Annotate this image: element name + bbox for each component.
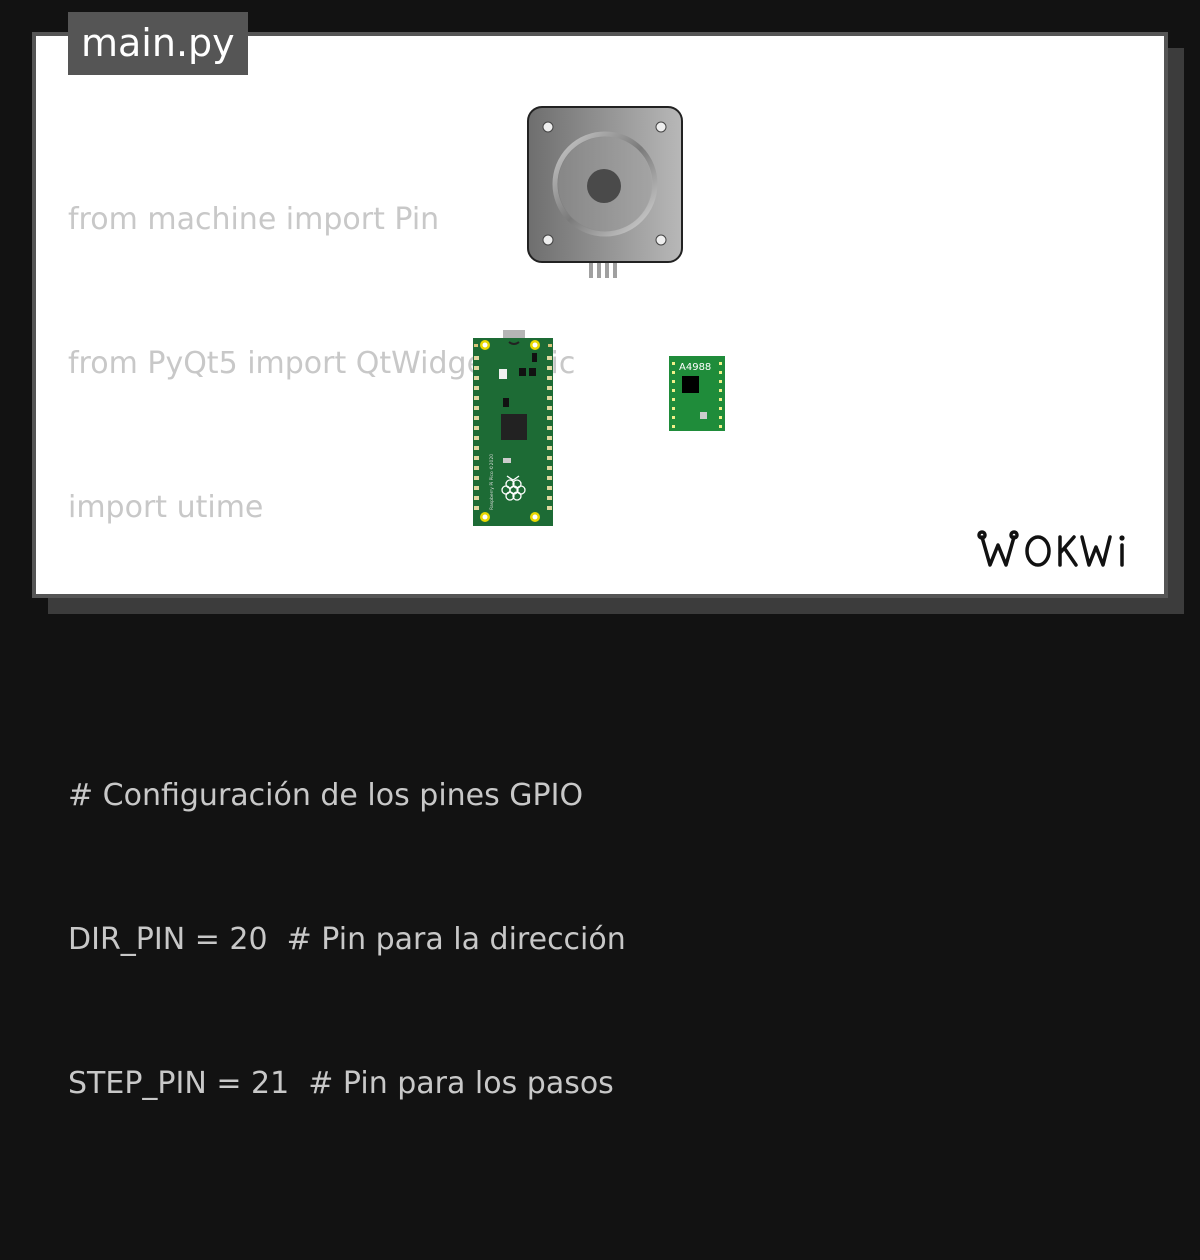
pico-silkscreen: Raspberry Pi Pico ©2020 bbox=[488, 454, 495, 510]
wokwi-logo bbox=[977, 530, 1125, 567]
raspberry-pi-pico-board[interactable]: Raspberry Pi Pico ©2020 bbox=[473, 330, 553, 526]
code-line: DIR_PIN = 20 # Pin para la dirección bbox=[68, 922, 626, 957]
file-tab[interactable]: main.py bbox=[68, 12, 248, 75]
a4988-driver-board[interactable]: A4988 bbox=[669, 356, 725, 431]
driver-label: A4988 bbox=[679, 362, 711, 373]
code-line: import utime bbox=[68, 490, 264, 525]
code-line bbox=[68, 628, 626, 676]
stepper-motor-icon[interactable] bbox=[527, 106, 683, 280]
code-line: from machine import Pin bbox=[68, 202, 440, 237]
code-line: STEP_PIN = 21 # Pin para los pasos bbox=[68, 1066, 614, 1101]
code-line bbox=[68, 1204, 626, 1252]
code-line: # Configuración de los pines GPIO bbox=[68, 778, 584, 813]
